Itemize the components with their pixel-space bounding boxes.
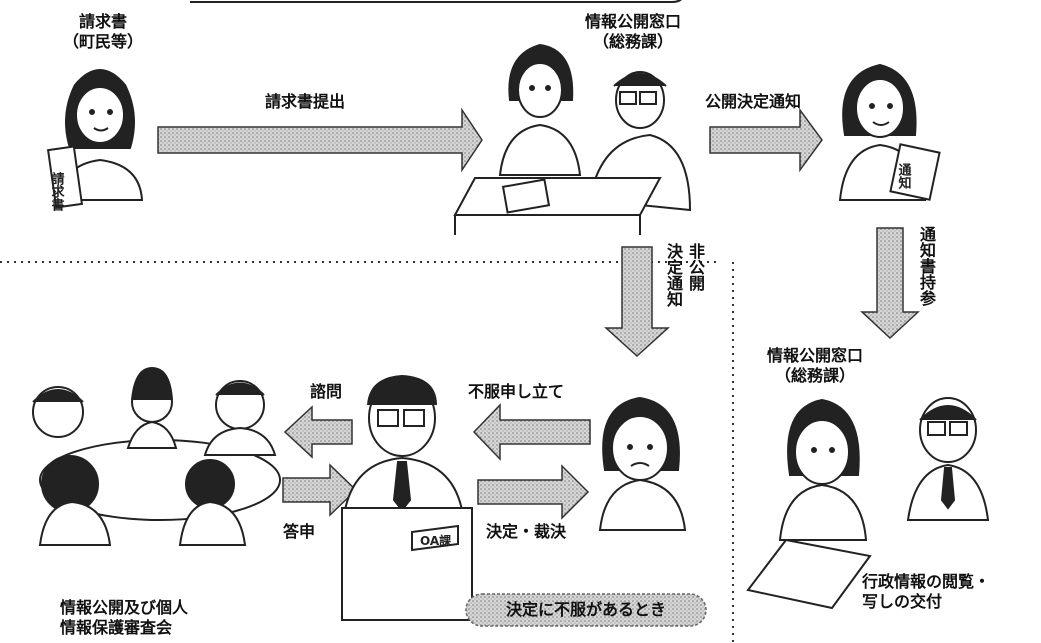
arrow-consult — [283, 405, 353, 459]
requester-label-line1: 請求書 — [78, 12, 127, 31]
arrow-non-disclosure — [604, 246, 670, 358]
arrow-disclosure-notice — [709, 107, 823, 173]
doc-request-text: 請求書 — [49, 171, 65, 212]
edge-non-disclosure-col2: 決定通知 — [664, 243, 683, 307]
window-bottom-label-line1: 情報公開窓口 — [766, 346, 863, 365]
window-top-figures — [453, 43, 692, 235]
delivery-label: 行政情報の閲覧・ 写しの交付 — [862, 572, 990, 612]
delivery-label-line1: 行政情報の閲覧・ — [862, 572, 991, 591]
edge-consult-label: 諮問 — [310, 382, 343, 401]
requester-label: 請求書 （町民等） — [60, 12, 146, 52]
notice-holder-figure — [838, 63, 941, 201]
desk-sign-text: OA課 — [420, 533, 452, 548]
requester-figure — [46, 69, 144, 209]
delivery-label-line2: 写しの交付 — [862, 592, 943, 611]
window-top-label-line2: （総務課） — [592, 32, 673, 51]
arrow-report — [282, 463, 358, 517]
council-label-line1: 情報公開及び個人 — [60, 598, 189, 617]
top-frame-line — [190, 0, 682, 3]
edge-non-disclosure-col1: 非公開 — [686, 243, 705, 291]
arrow-submit — [157, 107, 483, 173]
edge-report-label: 答申 — [283, 522, 316, 541]
window-top-label: 情報公開窓口 （総務課） — [570, 12, 696, 52]
condition-bubble — [465, 593, 707, 627]
objector-figure — [598, 396, 687, 531]
window-bottom-label-line2: （総務課） — [774, 366, 855, 385]
arrow-decision — [477, 464, 590, 520]
edge-bring-notice-label: 通知書持参 — [917, 226, 936, 306]
edge-submit-label: 請求書提出 — [265, 92, 346, 111]
edge-disclosure-notice-label: 公開決定通知 — [705, 92, 802, 111]
arrow-bring-notice — [860, 227, 920, 340]
edge-objection-label: 不服申し立て — [468, 382, 565, 401]
window-top-label-line1: 情報公開窓口 — [584, 12, 681, 31]
council-figures — [32, 366, 281, 546]
window-bottom-label: 情報公開窓口 （総務課） — [752, 346, 878, 386]
condition-bubble-text: 決定に不服があるとき — [505, 600, 666, 619]
council-label-line2: 情報保護審査会 — [60, 618, 173, 637]
official-figure — [341, 374, 473, 621]
arrow-objection — [472, 403, 591, 461]
council-label: 情報公開及び個人 情報保護審査会 — [60, 598, 188, 638]
requester-label-line2: （町民等） — [62, 32, 143, 51]
doc-notice-text: 通知 — [896, 162, 912, 190]
edge-decision-label: 決定・裁決 — [486, 522, 567, 541]
window-bottom-figures — [746, 397, 990, 610]
